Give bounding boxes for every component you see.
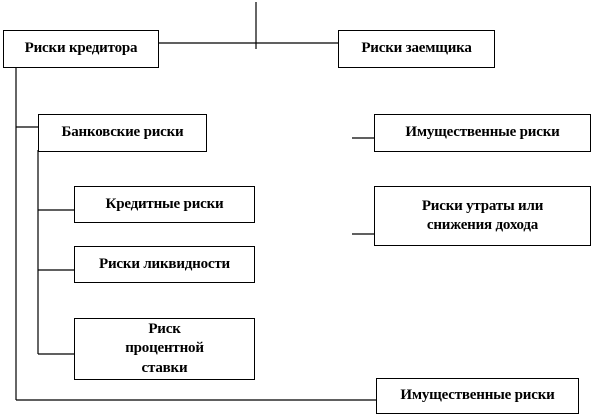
borrower-risks-box: Риски заемщика [338,30,495,68]
property-risks-lender-box: Имущественные риски [376,378,579,414]
borrower-risks-label: Риски заемщика [361,40,472,57]
interest-rate-risk-label: Риск процентной ставки [125,320,204,376]
income-loss-risks-label: Риски утраты или снижения дохода [421,197,544,234]
property-risks-lender-label: Имущественные риски [400,387,555,404]
bank-risks-label: Банковские риски [61,124,184,141]
liquidity-risks-box: Риски ликвидности [74,246,255,283]
lender-risks-box: Риски кредитора [3,30,159,68]
property-risks-borrower-label: Имущественные риски [405,124,560,141]
liquidity-risks-label: Риски ликвидности [99,255,230,272]
credit-risks-box: Кредитные риски [74,186,255,223]
lender-risks-label: Риски кредитора [24,40,138,57]
property-risks-borrower-box: Имущественные риски [374,114,591,152]
income-loss-risks-box: Риски утраты или снижения дохода [374,186,591,246]
interest-rate-risk-box: Риск процентной ставки [74,318,255,380]
credit-risks-label: Кредитные риски [105,195,224,212]
bank-risks-box: Банковские риски [38,114,207,152]
